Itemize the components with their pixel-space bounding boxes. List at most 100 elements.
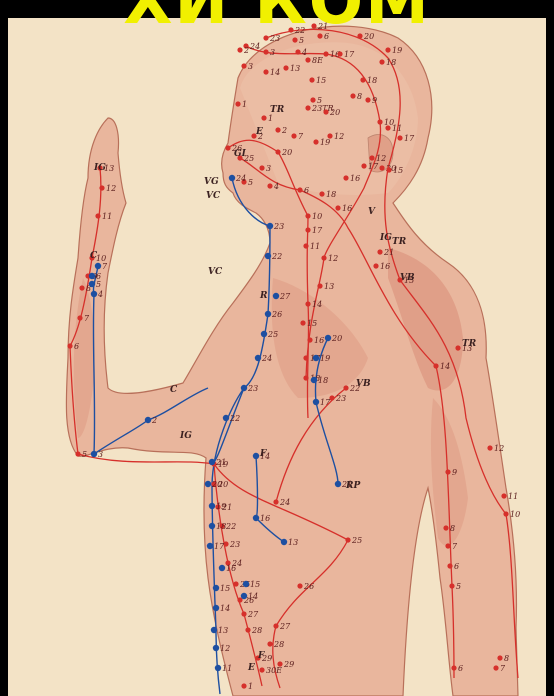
red-acupoint bbox=[379, 165, 384, 170]
red-acupoint-label: 1 bbox=[242, 100, 247, 109]
meridian-label: VB bbox=[400, 273, 415, 283]
blue-acupoint-label: 11 bbox=[222, 664, 232, 673]
meridian-label: C bbox=[90, 251, 98, 261]
blue-acupoint bbox=[209, 523, 215, 529]
red-acupoint bbox=[305, 105, 310, 110]
poster-title: ХИ КОМ bbox=[0, 0, 554, 34]
meridian-label: R bbox=[259, 291, 268, 301]
red-acupoint bbox=[321, 255, 326, 260]
red-acupoint-label: 13 bbox=[324, 282, 334, 291]
blue-acupoint bbox=[253, 453, 259, 459]
red-acupoint bbox=[385, 47, 390, 52]
red-acupoint bbox=[225, 145, 230, 150]
red-acupoint bbox=[259, 165, 264, 170]
meridian-label: IG bbox=[93, 163, 106, 173]
blue-acupoint bbox=[267, 223, 273, 229]
red-acupoint-label: 30E bbox=[266, 666, 282, 675]
red-acupoint-label: 27 bbox=[279, 622, 291, 631]
blue-acupoint bbox=[335, 481, 341, 487]
red-acupoint bbox=[455, 345, 460, 350]
blue-acupoint-label: 13 bbox=[288, 538, 298, 547]
red-acupoint bbox=[497, 655, 502, 660]
blue-acupoint-label: 22 bbox=[271, 252, 282, 261]
red-acupoint-label: 10 bbox=[312, 212, 322, 221]
red-acupoint bbox=[487, 445, 492, 450]
red-acupoint-label: 11 bbox=[392, 124, 402, 133]
red-acupoint-label: 14 bbox=[312, 300, 322, 309]
red-acupoint bbox=[235, 101, 240, 106]
red-acupoint bbox=[295, 49, 300, 54]
red-acupoint-label: 24 bbox=[279, 498, 290, 507]
meridian-label: VB bbox=[356, 379, 371, 389]
red-acupoint bbox=[449, 583, 454, 588]
red-acupoint-label: 16 bbox=[314, 336, 324, 345]
red-acupoint bbox=[317, 283, 322, 288]
blue-acupoint-label: 27 bbox=[279, 292, 291, 301]
red-acupoint-label: 3 bbox=[266, 164, 271, 173]
red-acupoint bbox=[275, 127, 280, 132]
blue-acupoint bbox=[91, 451, 97, 457]
red-acupoint-label: 18 bbox=[326, 190, 336, 199]
red-acupoint-label: 12 bbox=[494, 444, 504, 453]
red-acupoint bbox=[245, 627, 250, 632]
red-acupoint bbox=[397, 135, 402, 140]
red-acupoint bbox=[261, 115, 266, 120]
red-acupoint-label: 8 bbox=[450, 524, 455, 533]
red-acupoint-label: 18 bbox=[367, 76, 377, 85]
red-acupoint-label: 12 bbox=[334, 132, 344, 141]
blue-acupoint bbox=[243, 581, 249, 587]
blue-acupoint-label: 22 bbox=[229, 414, 240, 423]
red-acupoint-label: 11 bbox=[508, 492, 518, 501]
red-acupoint bbox=[303, 243, 308, 248]
meridian-label: VC bbox=[206, 191, 221, 201]
red-acupoint-label: 6 bbox=[454, 562, 459, 571]
red-acupoint bbox=[305, 227, 310, 232]
meridian-label: V bbox=[368, 207, 376, 217]
red-acupoint bbox=[305, 57, 310, 62]
red-acupoint bbox=[327, 133, 332, 138]
red-acupoint bbox=[350, 93, 355, 98]
red-acupoint bbox=[75, 451, 80, 456]
red-acupoint-label: 16 bbox=[380, 262, 390, 271]
red-acupoint bbox=[323, 51, 328, 56]
blue-acupoint-label: 18 bbox=[318, 376, 328, 385]
blue-acupoint bbox=[207, 543, 213, 549]
red-acupoint bbox=[77, 315, 82, 320]
red-acupoint-label: 17 bbox=[344, 50, 355, 59]
red-acupoint-label: 3 bbox=[270, 48, 275, 57]
blue-acupoint-label: 19 bbox=[216, 502, 226, 511]
red-acupoint bbox=[369, 155, 374, 160]
red-acupoint bbox=[503, 511, 508, 516]
blue-acupoint-label: 13 bbox=[218, 626, 228, 635]
red-acupoint bbox=[335, 205, 340, 210]
red-acupoint bbox=[305, 213, 310, 218]
red-acupoint bbox=[259, 667, 264, 672]
red-acupoint-label: 26 bbox=[303, 582, 314, 591]
red-acupoint bbox=[379, 59, 384, 64]
meridian-label: TR bbox=[392, 237, 407, 247]
meridian-label: TR bbox=[270, 105, 285, 115]
red-acupoint-label: 17 bbox=[312, 226, 323, 235]
red-acupoint bbox=[291, 133, 296, 138]
red-acupoint-label: 16 bbox=[342, 204, 352, 213]
blue-acupoint-label: 23 bbox=[247, 384, 258, 393]
blue-acupoint-label: 26 bbox=[271, 310, 282, 319]
red-acupoint-label: 27 bbox=[247, 610, 259, 619]
red-acupoint bbox=[313, 139, 318, 144]
red-acupoint bbox=[373, 263, 378, 268]
blue-acupoint-label: 17 bbox=[320, 398, 331, 407]
meridian-label: VC bbox=[208, 267, 223, 277]
blue-acupoint bbox=[145, 417, 151, 423]
red-acupoint-label: 2 bbox=[281, 126, 287, 135]
blue-acupoint-label: 17 bbox=[214, 542, 225, 551]
red-acupoint bbox=[241, 63, 246, 68]
blue-acupoint bbox=[253, 515, 259, 521]
red-acupoint-label: 1 bbox=[248, 682, 253, 691]
red-acupoint bbox=[67, 343, 72, 348]
red-acupoint bbox=[365, 97, 370, 102]
acupuncture-chart: 212223562024341617181914138E151889523TR2… bbox=[8, 18, 546, 696]
red-acupoint-label: 3 bbox=[248, 62, 253, 71]
red-acupoint bbox=[277, 661, 282, 666]
red-acupoint-label: 9 bbox=[372, 96, 377, 105]
